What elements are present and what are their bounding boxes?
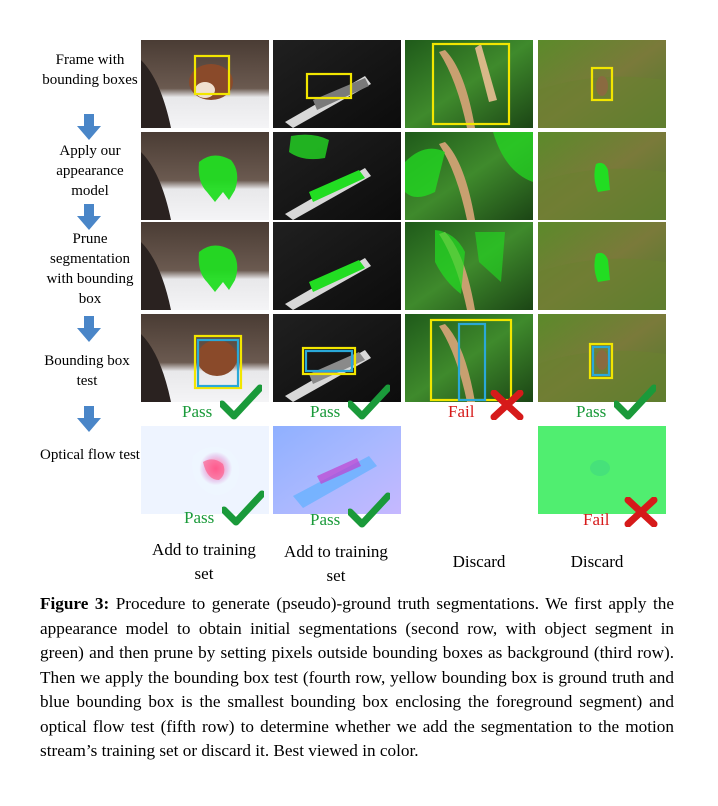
grass-bbox-test-image xyxy=(538,314,666,402)
outcome-4: Discard xyxy=(570,552,624,571)
figure-label: Figure 3: xyxy=(40,594,110,613)
tool-pruned-image xyxy=(273,222,401,310)
lizard-frame-image xyxy=(405,40,533,128)
bbox-result-2: Pass xyxy=(310,402,341,421)
panda-pruned-image xyxy=(141,222,269,310)
checkmark-icon xyxy=(222,490,264,526)
cross-icon xyxy=(490,390,524,420)
step-text: Apply our appearance model xyxy=(56,143,124,199)
outcome-3: Discard xyxy=(452,552,506,571)
tool-flow-image xyxy=(273,426,401,514)
tool-bbox-test-image xyxy=(273,314,401,402)
step-label-flow-test: Optical flow test xyxy=(40,445,140,465)
down-arrow-icon xyxy=(77,406,101,432)
bbox-result-1: Pass xyxy=(182,402,213,421)
down-arrow-icon xyxy=(77,204,101,230)
lizard-bbox-test-image xyxy=(405,314,533,402)
step-label-bbox-test: Bounding box test xyxy=(44,351,130,391)
step-text: Frame with bounding boxes xyxy=(42,52,138,88)
down-arrow-icon xyxy=(77,114,101,140)
checkmark-icon xyxy=(220,384,262,420)
checkmark-icon xyxy=(348,384,390,420)
flow-result-4: Fail xyxy=(583,510,610,529)
panda-frame-image xyxy=(141,40,269,128)
step-text: Bounding box test xyxy=(44,353,130,389)
outcome-1: Add to training set xyxy=(152,540,256,583)
step-text: Optical flow test xyxy=(40,447,140,463)
checkmark-icon xyxy=(348,492,390,528)
bbox-result-4: Pass xyxy=(576,402,607,421)
panda-bbox-test-image xyxy=(141,314,269,402)
grass-frame-image xyxy=(538,40,666,128)
grass-pruned-image xyxy=(538,222,666,310)
figure-caption-text: Procedure to generate (pseudo)-ground tr… xyxy=(40,594,675,760)
bbox-result-3: Fail xyxy=(448,402,475,421)
tool-frame-image xyxy=(273,40,401,128)
tool-appearance-image xyxy=(273,132,401,220)
flow-result-2: Pass xyxy=(310,510,341,529)
grass-appearance-image xyxy=(538,132,666,220)
step-label-frame: Frame with bounding boxes xyxy=(40,50,140,90)
step-text: Prune segmentation with bounding box xyxy=(46,231,134,307)
figure-caption: Figure 3: Procedure to generate (pseudo)… xyxy=(40,592,674,764)
lizard-appearance-image xyxy=(405,132,533,220)
flow-result-1: Pass xyxy=(184,508,215,527)
down-arrow-icon xyxy=(77,316,101,342)
checkmark-icon xyxy=(614,384,656,420)
lizard-pruned-image xyxy=(405,222,533,310)
step-label-appearance: Apply our appearance model xyxy=(40,141,140,201)
panda-appearance-image xyxy=(141,132,269,220)
panda-flow-image xyxy=(141,426,269,514)
grass-flow-image xyxy=(538,426,666,514)
cross-icon xyxy=(624,497,658,527)
step-label-prune: Prune segmentation with bounding box xyxy=(38,229,142,309)
outcome-2: Add to training set xyxy=(284,542,388,585)
